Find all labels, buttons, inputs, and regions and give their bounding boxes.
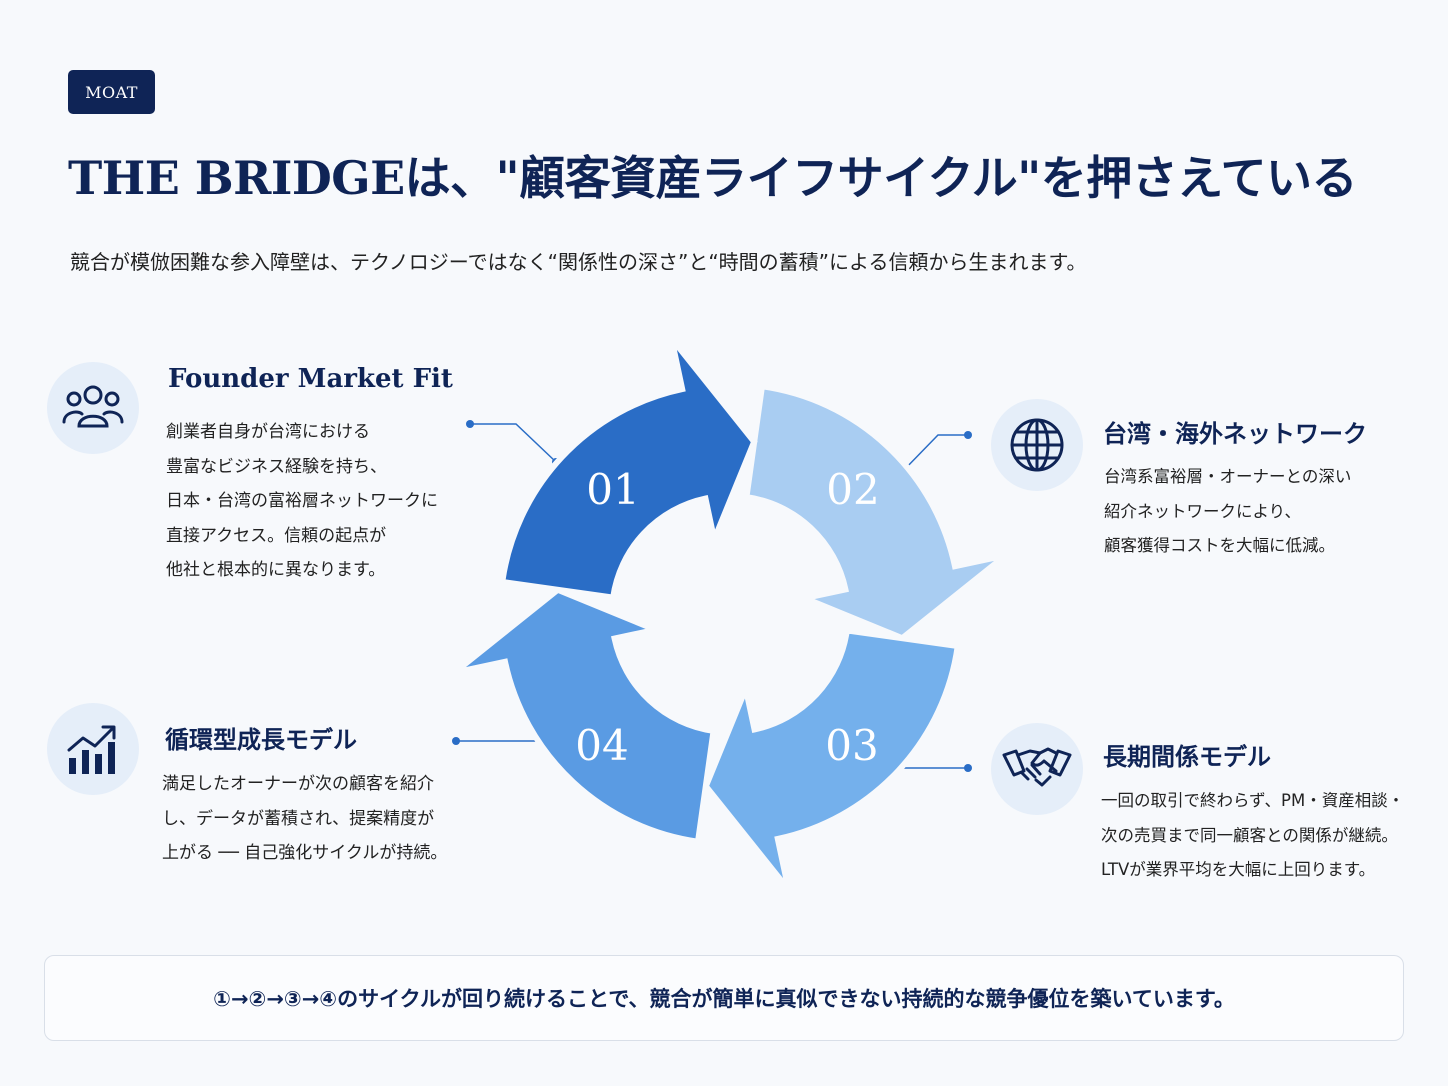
section-body-longterm: 一回の取引で終わらず、PM・資産相談・ 次の売買まで同一顧客との関係が継続。 L… bbox=[1101, 791, 1405, 879]
section-body-founder: 創業者自身が台湾における 豊富なビジネス経験を持ち、 日本・台湾の富裕層ネットワ… bbox=[166, 422, 438, 580]
section-body-network: 台湾系富裕層・オーナーとの深い 紹介ネットワークにより、 顧客獲得コストを大幅に… bbox=[1104, 467, 1352, 555]
connector-line bbox=[901, 434, 968, 473]
cycle-arrow-04 bbox=[452, 586, 717, 846]
cycle-arrow-02 bbox=[743, 382, 1008, 642]
globe-icon bbox=[991, 399, 1083, 491]
connector-dot bbox=[466, 420, 474, 428]
footer-box: ①→②→③→④のサイクルが回り続けることで、競合が簡単に真似できない持続的な競争… bbox=[44, 955, 1404, 1041]
page-subtitle: 競合が模倣困難な参入障壁は、テクノロジーではなく“関係性の深さ”と“時間の蓄積”… bbox=[70, 250, 1087, 274]
section-title-founder: Founder Market Fit bbox=[168, 364, 453, 394]
growth-chart-icon bbox=[47, 703, 139, 795]
connector-dot bbox=[964, 764, 972, 772]
cycle-arrows bbox=[452, 336, 1008, 892]
cycle-number-04: 04 bbox=[575, 721, 628, 770]
connector-dot bbox=[964, 431, 972, 439]
cycle-number-01: 01 bbox=[586, 465, 639, 514]
section-title-network: 台湾・海外ネットワーク bbox=[1103, 420, 1367, 448]
footer-text: ①→②→③→④のサイクルが回り続けることで、競合が簡単に真似できない持続的な競争… bbox=[213, 987, 1235, 1011]
cycle-arrow-01 bbox=[498, 336, 758, 601]
section-body-growth: 満足したオーナーが次の顧客を紹介 し、データが蓄積され、提案精度が 上がる ──… bbox=[162, 774, 448, 863]
page-title: THE BRIDGEは、"顧客資産ライフサイクル"を押さえている bbox=[68, 151, 1357, 205]
connector-dot bbox=[452, 737, 460, 745]
people-icon bbox=[47, 362, 139, 454]
moat-badge: MOAT bbox=[68, 70, 155, 114]
section-title-longterm: 長期間係モデル bbox=[1103, 743, 1271, 771]
cycle-number-02: 02 bbox=[826, 465, 879, 514]
cycle-arrow-03 bbox=[702, 627, 962, 892]
cycle-number-03: 03 bbox=[825, 721, 878, 770]
section-title-growth: 循環型成長モデル bbox=[165, 726, 357, 754]
connector-line bbox=[470, 423, 557, 463]
cycle-numbers: 01 02 03 04 bbox=[575, 465, 879, 770]
handshake-icon bbox=[991, 723, 1083, 815]
